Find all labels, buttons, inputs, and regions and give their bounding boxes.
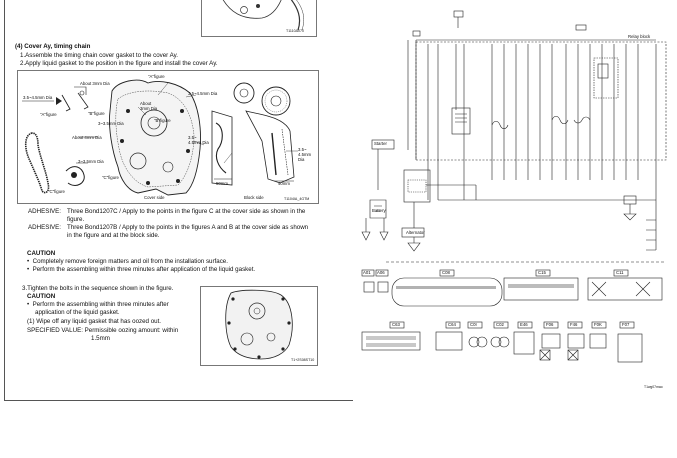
gasket-figure-drawing (22, 79, 298, 196)
label-about-2: About (140, 101, 152, 106)
label-b-figure-2: "B"figure (154, 118, 171, 123)
figure-code: T1110A070 (286, 29, 305, 33)
label-cover-side: Cover side (144, 195, 165, 200)
label-dia-right: 3.5~ (188, 135, 197, 140)
wiring-diagram (361, 10, 667, 363)
label-a-figure-left: "A"figure (40, 112, 57, 117)
gasket-application-figure: "A"figure About 3mm Dia 3.5~4.5mm Dia "B… (17, 70, 319, 204)
label-about-2b: 3mm Dia (140, 106, 158, 111)
battery-label: Battery (372, 208, 386, 213)
connector-e46: E46 (520, 322, 528, 327)
label-block-dia-2: 4.5mm (298, 152, 312, 157)
step-3: 3.Tighten the bolts in the sequence show… (22, 285, 174, 292)
connector-c64: C64 (448, 322, 456, 327)
label-about-4mm: About 4mm Dia (72, 135, 102, 140)
caution-2-item: • Perform the assembling within three mi… (27, 301, 169, 308)
connector-c11: C11 (616, 270, 624, 275)
connector-f06: F06 (546, 322, 554, 327)
step-2: 2.Apply liquid gasket to the position in… (20, 60, 218, 67)
label-block-side: Block side (244, 195, 264, 200)
connector-f07: F07 (622, 322, 630, 327)
label-dia-left: 3.5~4.5mm Dia (23, 95, 53, 100)
label-block-dia-3: Dia (298, 157, 305, 162)
label-dia-3-5mm: 3~3.5mm Dia (78, 159, 104, 164)
connector-c08: C08 (442, 270, 450, 275)
caution-2-title: CAUTION (27, 293, 56, 300)
connector-f0k: F0K (594, 322, 602, 327)
specified-value-2: 1.5mm (91, 335, 110, 342)
label-b-figure-1: "B"figure (88, 111, 105, 116)
adhesive-2-label: ADHESIVE: (28, 224, 62, 231)
figure-code: T1+2S08ST10 (291, 358, 315, 362)
label-about-3mm-1: About 3mm Dia (80, 81, 110, 86)
caution-1-item-2: • Perform the assembling within three mi… (27, 266, 256, 273)
top-figure: T1110A070 (201, 0, 317, 37)
adhesive-1-line2: figure. (67, 216, 85, 223)
label-dim-50: 50mm (216, 181, 228, 186)
caution-1-item-1-text: Completely remove foreign matters and oi… (32, 258, 228, 265)
wiring-diagram-page: Relay block Starter Battery Alternator A… (356, 0, 677, 400)
caution-2-item-line2: application of the liquid gasket. (35, 309, 120, 316)
caution-1-title: CAUTION (27, 250, 56, 257)
top-figure-drawing (222, 0, 304, 31)
label-c-figure-2: "C"figure (48, 189, 65, 194)
connector-c15: C15 (538, 270, 546, 275)
adhesive-1-line1: Three Bond1207C / Apply to the points in… (67, 208, 306, 215)
connector-a01: A01 (363, 270, 371, 275)
bolt-sequence-drawing (225, 289, 293, 360)
label-dim-40: 40mm (278, 181, 290, 186)
wipe-instruction: (1) Wipe off any liquid gasket that has … (27, 318, 162, 325)
diagram-code: T1wg07mao (644, 385, 663, 389)
label-dia-mid: 3.5~4.5mm Dia (188, 91, 218, 96)
label-dia-3-3-5: 3~3.5mm Dia (98, 121, 124, 126)
alternator-label: Alternator (406, 230, 425, 235)
connector-c63: C63 (392, 322, 400, 327)
bolt-sequence-figure: T1+2S08ST10 (200, 286, 318, 366)
connector-a06: A06 (377, 270, 385, 275)
caution-1-item-1: • Completely remove foreign matters and … (27, 258, 228, 265)
connector-f46: F46 (570, 322, 578, 327)
section-title: (4) Cover Ay, timing chain (15, 43, 91, 50)
label-dia-right-2: 4.5mm Dia (188, 140, 209, 145)
relay-block-label: Relay block (628, 34, 651, 39)
adhesive-2-line2: in the figure and at the block side. (67, 232, 160, 239)
label-block-dia-1: 3.5~ (298, 147, 307, 152)
figure-code: T1104IA_4GTM (284, 197, 310, 201)
label-a-figure-top: "A"figure (148, 74, 165, 79)
label-c-figure-1: "C"figure (102, 175, 119, 180)
starter-label: Starter (374, 141, 387, 146)
connector-c02: C02 (496, 322, 504, 327)
connector-c0i: C0I (470, 322, 477, 327)
specified-value: SPECIFIED VALUE: Permissible oozing amou… (27, 327, 179, 334)
adhesive-2-line1: Three Bond1207B / Apply to the points in… (67, 224, 309, 231)
caution-1-item-2-text: Perform the assembling within three minu… (32, 266, 256, 273)
step-1: 1.Assemble the timing chain cover gasket… (20, 52, 178, 59)
adhesive-1-label: ADHESIVE: (28, 208, 62, 215)
service-manual-page: T1110A070 (4) Cover Ay, timing chain 1.A… (4, 0, 353, 401)
caution-2-item-text: Perform the assembling within three minu… (32, 301, 169, 308)
